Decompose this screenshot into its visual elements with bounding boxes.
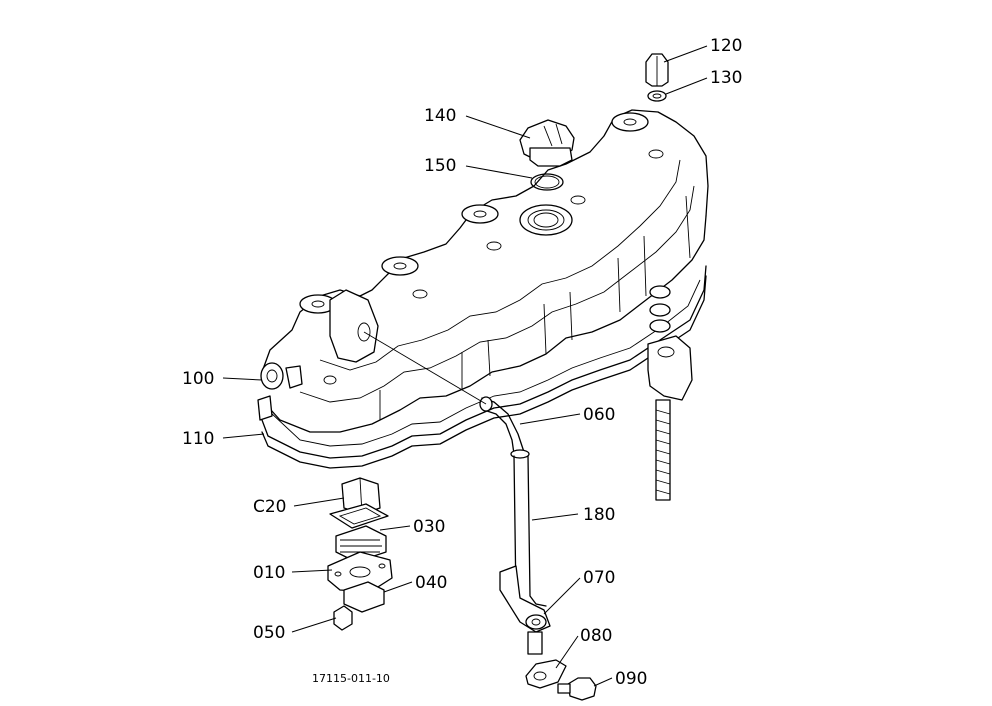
- callout-120: 120: [710, 36, 742, 56]
- o-ring: [530, 173, 564, 191]
- clamp-bolt: [557, 677, 597, 701]
- callout-110: 110: [182, 429, 214, 449]
- screw: [333, 605, 353, 631]
- rubber-cap: [341, 477, 381, 515]
- callout-060: 060: [583, 405, 615, 425]
- callout-140: 140: [424, 106, 456, 126]
- callout-070: 070: [583, 568, 615, 588]
- breather-hose: [479, 396, 530, 459]
- leader-lines: [222, 45, 708, 687]
- callout-100: 100: [182, 369, 214, 389]
- cap-nut: [645, 53, 669, 87]
- callout-030: 030: [413, 517, 445, 537]
- callout-180: 180: [583, 505, 615, 525]
- cylinder-head-cover: [257, 109, 709, 469]
- washer: [647, 90, 667, 102]
- callout-010: 010: [253, 563, 285, 583]
- callout-040: 040: [415, 573, 447, 593]
- drawing-reference-number: 17115-011-10: [312, 672, 390, 685]
- stud-bolt-assembly: [647, 285, 693, 501]
- breather-cover: [327, 551, 393, 593]
- breather-element: [335, 525, 387, 563]
- callout-150: 150: [424, 156, 456, 176]
- breather-gasket: [329, 503, 389, 529]
- callout-050: 050: [253, 623, 285, 643]
- oil-filler-cap: [519, 119, 575, 167]
- callout-090: 090: [615, 669, 647, 689]
- callout-labels: 120 130 140 150 100 110 060 180 C20 030 …: [182, 36, 742, 689]
- callout-080: 080: [580, 626, 612, 646]
- breather-valve: [343, 581, 385, 613]
- callout-130: 130: [710, 68, 742, 88]
- breather-pipe: [499, 455, 551, 655]
- hose-clamp: [525, 659, 567, 689]
- callout-020: C20: [253, 497, 287, 517]
